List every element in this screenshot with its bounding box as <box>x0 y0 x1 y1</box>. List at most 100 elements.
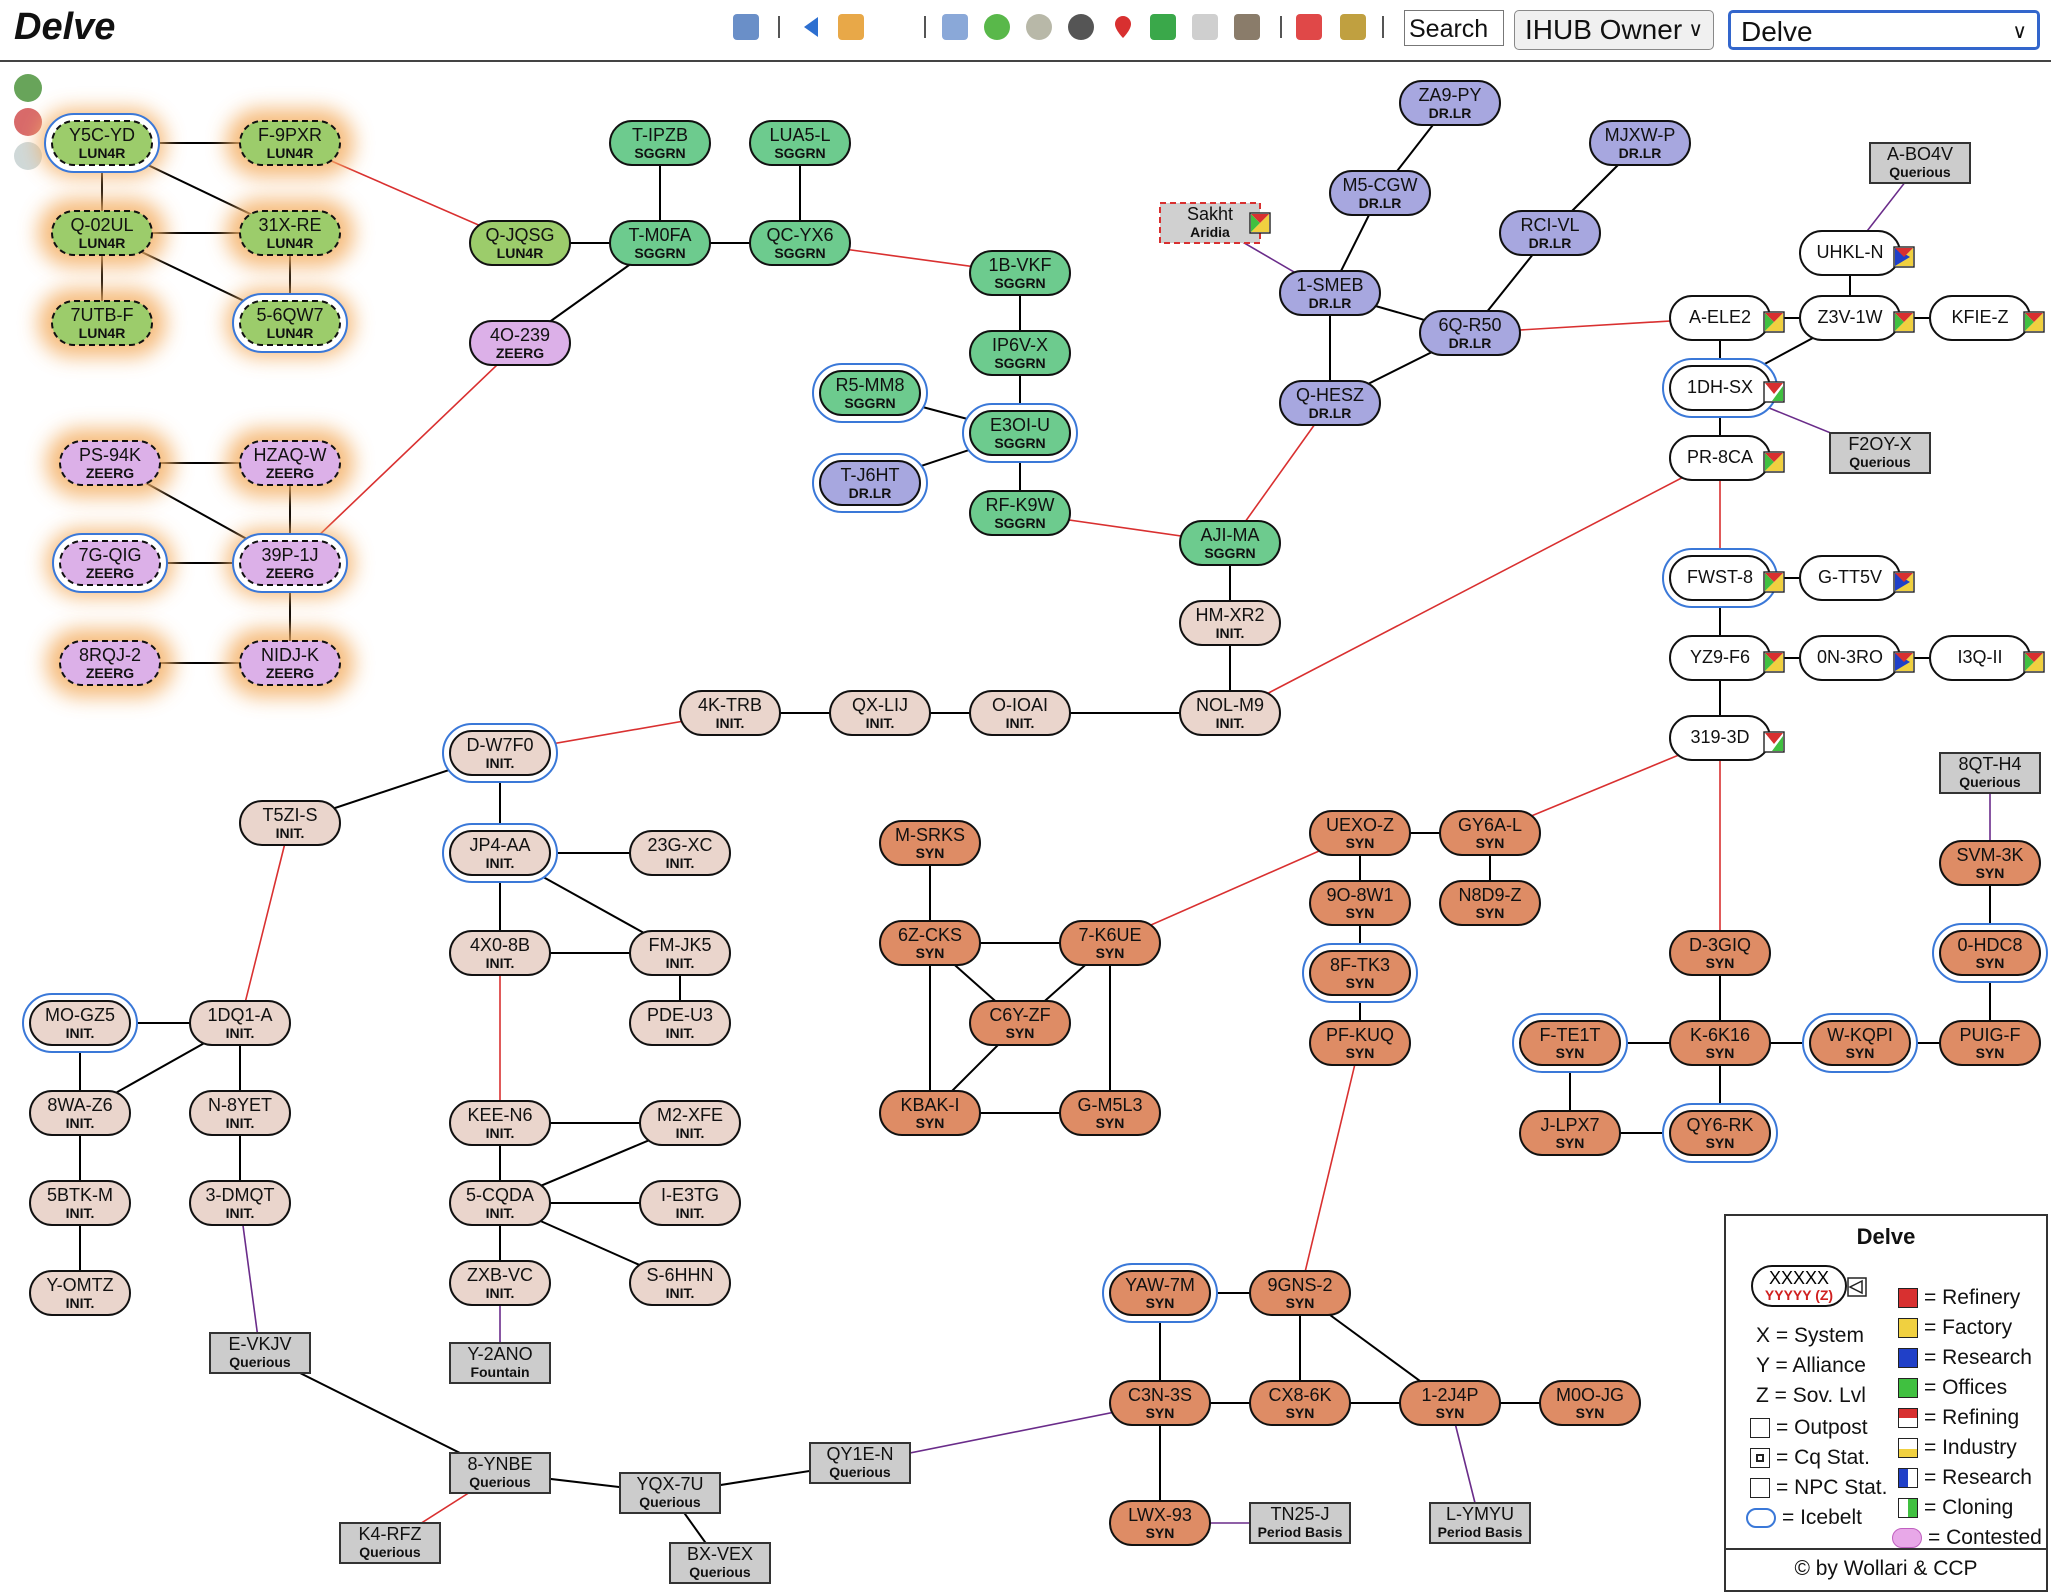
shuffle-icon[interactable] <box>1150 14 1176 40</box>
pdf-icon[interactable] <box>1296 14 1322 40</box>
system-1DH-SX[interactable]: 1DH-SX <box>1662 358 1785 418</box>
table-icon[interactable] <box>942 14 968 40</box>
back-arrow-icon[interactable] <box>798 14 824 40</box>
add-map-icon[interactable] <box>733 14 759 40</box>
zoom-reset-icon[interactable] <box>14 142 42 170</box>
system-I3Q-II[interactable]: I3Q-II <box>1929 635 2045 681</box>
calendar-icon[interactable] <box>838 14 864 40</box>
image-icon[interactable] <box>1340 14 1366 40</box>
map-pin-icon[interactable] <box>1110 14 1136 40</box>
cube-icon[interactable] <box>1192 14 1218 40</box>
zoom-in-icon[interactable] <box>14 74 42 102</box>
system-Z3V-1W[interactable]: Z3V-1W <box>1799 295 1915 341</box>
system-PR-8CA[interactable]: PR-8CA <box>1669 435 1785 481</box>
system-FWST-8[interactable]: FWST-8 <box>1662 548 1785 608</box>
system-UHKL-N[interactable]: UHKL-N <box>1799 230 1915 276</box>
system-0N-3RO[interactable]: 0N-3RO <box>1799 635 1915 681</box>
search-input[interactable]: Search <box>1404 10 1504 46</box>
sphere-grey-icon[interactable] <box>1026 14 1052 40</box>
sphere-dark-icon[interactable] <box>1068 14 1094 40</box>
